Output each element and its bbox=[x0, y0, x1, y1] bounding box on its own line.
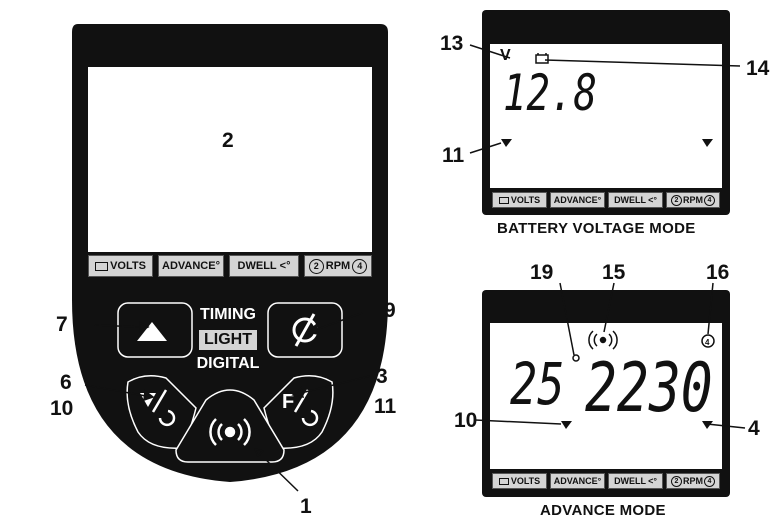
up-triangle-icon bbox=[137, 322, 167, 341]
tab-advance: ADVANCE° bbox=[158, 255, 224, 277]
advance-tab-dwell: DWELL <° bbox=[608, 473, 663, 489]
two-cycle-icon-small: 2 bbox=[671, 194, 682, 206]
advance-tab-dwell-label: DWELL bbox=[614, 476, 647, 486]
callout-1: 1 bbox=[300, 495, 312, 518]
battery-icon bbox=[535, 53, 549, 64]
callout-19: 19 bbox=[530, 261, 554, 284]
voltage-unit: V bbox=[500, 47, 511, 64]
four-cycle-icon-small: 4 bbox=[704, 194, 715, 206]
battery-panel-screen bbox=[490, 44, 722, 188]
rpm-reading: 2230 bbox=[585, 349, 713, 428]
callout-4: 4 bbox=[748, 417, 760, 440]
cycle-arrow-icon bbox=[158, 409, 176, 427]
left-down-indicator-2 bbox=[561, 421, 572, 429]
callout-3: 3 bbox=[376, 365, 388, 388]
tab-rpm-label: RPM bbox=[325, 260, 351, 272]
brand-digital: DIGITAL bbox=[196, 355, 260, 372]
svg-text:4: 4 bbox=[705, 338, 710, 347]
tab-dwell: DWELL <° bbox=[229, 255, 299, 277]
degree-indicator bbox=[572, 354, 580, 362]
battery-tab-advance: ADVANCE° bbox=[550, 192, 605, 208]
callout-11: 11 bbox=[442, 144, 465, 167]
brand-timing: TIMING bbox=[200, 306, 256, 323]
advance-tab-rpm-label: RPM bbox=[683, 476, 703, 486]
device-main-screen bbox=[88, 67, 372, 252]
tab-volts: VOLTS bbox=[88, 255, 153, 277]
callout-6: 6 bbox=[60, 371, 72, 394]
battery-tab-rpm: 2 RPM 4 bbox=[666, 192, 720, 208]
callout-13: 13 bbox=[440, 32, 464, 55]
trigger-button bbox=[175, 389, 285, 463]
advance-panel-screen bbox=[490, 323, 722, 469]
two-cycle-icon: 2 bbox=[308, 258, 324, 274]
advance-tab-advance: ADVANCE° bbox=[550, 473, 605, 489]
tab-dwell-label: DWELL bbox=[237, 260, 277, 272]
advance-tab-rpm: 2 RPM 4 bbox=[666, 473, 720, 489]
left-down-indicator bbox=[501, 139, 512, 147]
callout-7: 9 bbox=[384, 299, 396, 322]
dwell-angle-icon-small: <° bbox=[648, 195, 657, 205]
battery-tab-volts-label: VOLTS bbox=[510, 195, 541, 205]
callout-16: 16 bbox=[706, 261, 730, 284]
battery-mode-caption: BATTERY VOLTAGE MODE bbox=[497, 220, 696, 237]
battery-tab-volts: VOLTS bbox=[492, 192, 547, 208]
callout-10-right: 11 bbox=[374, 395, 397, 418]
callout-2: 2 bbox=[222, 129, 234, 152]
cycle-arrow-icon-2 bbox=[301, 409, 319, 427]
advance-reading: 25 bbox=[510, 350, 565, 418]
callout-5: 7 bbox=[56, 313, 68, 336]
brand-light: LIGHT bbox=[199, 330, 257, 350]
right-down-indicator-2 bbox=[702, 421, 713, 429]
battery-icon bbox=[95, 261, 109, 271]
tab-rpm: 2 RPM 4 bbox=[304, 255, 372, 277]
dwell-angle-icon: <° bbox=[279, 260, 291, 272]
advance-mode-caption: ADVANCE MODE bbox=[540, 502, 666, 519]
callout-9: 10 bbox=[454, 409, 478, 432]
four-cycle-indicator-icon bbox=[701, 334, 715, 348]
dwell-angle-icon-small-2: <° bbox=[648, 476, 657, 486]
advance-tab-volts: VOLTS bbox=[492, 473, 547, 489]
battery-tab-dwell: DWELL <° bbox=[608, 192, 663, 208]
strobe-target-icon bbox=[209, 418, 251, 446]
voltage-reading: 12.8 bbox=[503, 64, 597, 122]
leader-lines bbox=[84, 44, 746, 492]
four-cycle-icon: 4 bbox=[352, 258, 368, 274]
strobe-indicator-icon bbox=[588, 330, 618, 350]
callout-10-left: 10 bbox=[50, 397, 74, 420]
right-down-indicator bbox=[702, 139, 713, 147]
battery-icon-small bbox=[498, 196, 509, 204]
tab-volts-label: VOLTS bbox=[110, 260, 146, 272]
battery-tab-dwell-label: DWELL bbox=[614, 195, 647, 205]
callout-15: 15 bbox=[602, 261, 626, 284]
battery-tab-rpm-label: RPM bbox=[683, 195, 703, 205]
advance-tab-volts-label: VOLTS bbox=[510, 476, 541, 486]
f-letter-icon: F bbox=[282, 391, 294, 413]
four-cycle-icon-small-2: 4 bbox=[704, 475, 715, 487]
battery-icon-small-2 bbox=[498, 477, 509, 485]
callout-14: 14 bbox=[746, 57, 770, 80]
two-cycle-icon-small-2: 2 bbox=[671, 475, 682, 487]
